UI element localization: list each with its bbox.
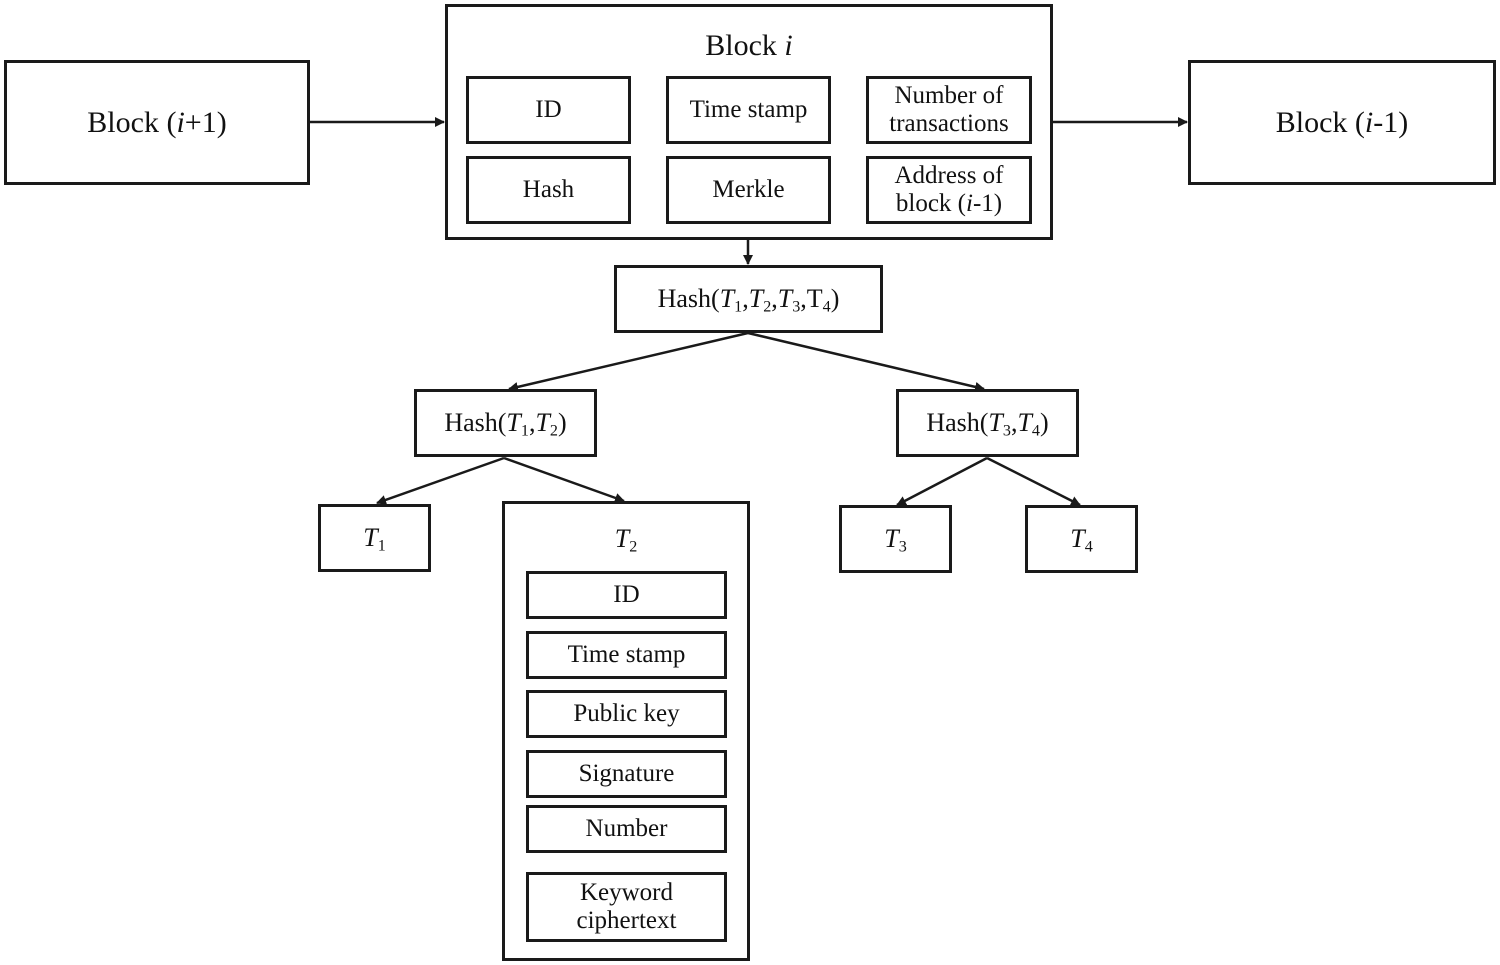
block-hash-field: Hash	[466, 156, 631, 224]
leaf-t1: T1	[318, 504, 431, 572]
arrow-hash12-to-t2	[503, 456, 625, 503]
t2-signature-field: Signature	[526, 750, 727, 798]
arrow-root-to-hash34	[747, 331, 985, 392]
block-prev: Block (i+1)	[4, 60, 310, 185]
t2-public-key-field: Public key	[526, 690, 727, 738]
block-next: Block (i-1)	[1188, 60, 1496, 185]
t2-number-field: Number	[526, 805, 727, 853]
merkle-root-node: Hash(T1,T2,T3,T4)	[614, 265, 883, 333]
block-merkle-field: Merkle	[666, 156, 831, 224]
block-i-title: Block i	[705, 29, 793, 62]
leaf-t4: T4	[1025, 505, 1138, 573]
block-next-label: Block (i-1)	[1275, 105, 1409, 139]
block-prev-label: Block (i+1)	[87, 105, 227, 139]
t2-id-field: ID	[526, 571, 727, 619]
arrow-root-to-hash12	[508, 331, 749, 392]
block-timestamp-field: Time stamp	[666, 76, 831, 144]
t2-timestamp-field: Time stamp	[526, 631, 727, 679]
hash-t1-t2-node: Hash(T1,T2)	[414, 389, 597, 457]
hash-t3-t4-node: Hash(T3,T4)	[896, 389, 1079, 457]
arrow-hash12-to-t1	[376, 456, 505, 505]
block-id-field: ID	[466, 76, 631, 144]
leaf-t3: T3	[839, 505, 952, 573]
arrow-hash34-to-t4	[986, 456, 1081, 507]
arrow-hash34-to-t3	[896, 456, 988, 507]
transaction-t2-title: T2	[614, 524, 638, 556]
